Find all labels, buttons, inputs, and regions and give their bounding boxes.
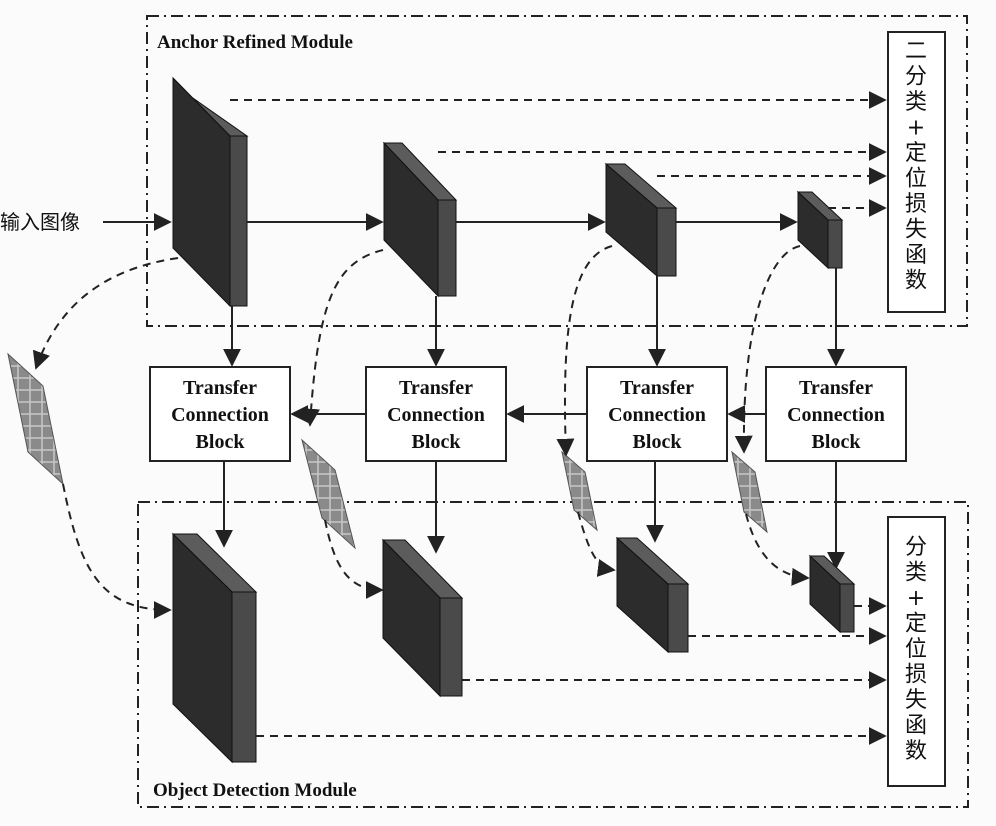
odm-feature-block-3 — [615, 536, 690, 654]
tcb-box-1 — [149, 366, 291, 462]
anchor-refined-module-frame — [146, 15, 968, 327]
odm-feature-block-2 — [381, 538, 464, 698]
tcb-2-line-1: Transfer — [399, 377, 473, 399]
tcb-box-2 — [365, 366, 507, 462]
top-loss-char: 函 — [905, 243, 927, 268]
anchor-patch-3 — [561, 450, 598, 532]
odm-feature-block-4 — [808, 554, 856, 634]
tcb-2-line-3: Block — [412, 431, 462, 453]
top-loss-char: 位 — [905, 167, 927, 192]
bottom-loss-char: 分 — [905, 535, 927, 560]
refine-arrow-1 — [32, 257, 179, 370]
bottom-loss-char: 位 — [905, 637, 927, 662]
patch-to-odm-3 — [577, 511, 616, 577]
anchor-patch-2 — [301, 438, 356, 550]
anchor-patch-1 — [7, 352, 64, 486]
anchor-patch-4 — [731, 450, 768, 534]
object-detection-module-frame — [137, 501, 969, 808]
top-loss-char: 分 — [905, 65, 927, 90]
bottom-loss-char: 函 — [905, 714, 927, 739]
bottom-loss-char: 数 — [905, 739, 927, 764]
patch-to-odm-1 — [62, 483, 172, 619]
arm-feature-block-2 — [382, 141, 458, 298]
tcb-1-line-2: Connection — [171, 404, 269, 426]
bottom-loss-char: 失 — [905, 688, 927, 713]
arm-feature-block-1 — [172, 76, 249, 308]
bottom-loss-box — [887, 516, 946, 787]
tcb-2-line-2: Connection — [387, 404, 485, 426]
top-loss-char: 失 — [905, 218, 927, 243]
top-loss-char: 类 — [905, 90, 927, 115]
tcb-box-3 — [586, 366, 728, 462]
odm-feature-block-1 — [171, 532, 258, 764]
top-loss-box — [887, 31, 946, 313]
arm-feature-block-4 — [796, 190, 844, 270]
tcb-1-line-1: Transfer — [183, 377, 257, 399]
bottom-loss-char: 类 — [905, 561, 927, 586]
object-detection-module-label: Object Detection Module — [153, 780, 357, 801]
top-loss-char: 二 — [905, 39, 927, 64]
patch-to-odm-4 — [745, 513, 810, 586]
bottom-loss-char: 损 — [905, 663, 927, 688]
tcb-4-line-3: Block — [812, 431, 862, 453]
anchor-refined-module-label: Anchor Refined Module — [157, 32, 353, 53]
input-image-label: 输入图像 — [0, 210, 80, 234]
tcb-4-line-1: Transfer — [799, 377, 873, 399]
patch-to-odm-2 — [324, 519, 384, 599]
top-loss-char: 数 — [905, 269, 927, 294]
tcb-box-4 — [765, 366, 907, 462]
arm-feature-block-3 — [604, 162, 678, 278]
top-loss-char: 损 — [905, 192, 927, 217]
refine-arrow-4 — [734, 245, 801, 454]
tcb-1-line-3: Block — [196, 431, 246, 453]
bottom-loss-char: 定 — [905, 612, 927, 637]
tcb-4-line-2: Connection — [787, 404, 885, 426]
tcb-3-line-3: Block — [633, 431, 683, 453]
tcb-3-line-1: Transfer — [620, 377, 694, 399]
top-loss-char: 定 — [905, 141, 927, 166]
bottom-loss-char: + — [907, 586, 925, 611]
refine-arrow-2 — [302, 249, 384, 427]
tcb-3-line-2: Connection — [608, 404, 706, 426]
top-loss-char: + — [907, 116, 925, 141]
refine-arrow-3 — [556, 245, 613, 457]
